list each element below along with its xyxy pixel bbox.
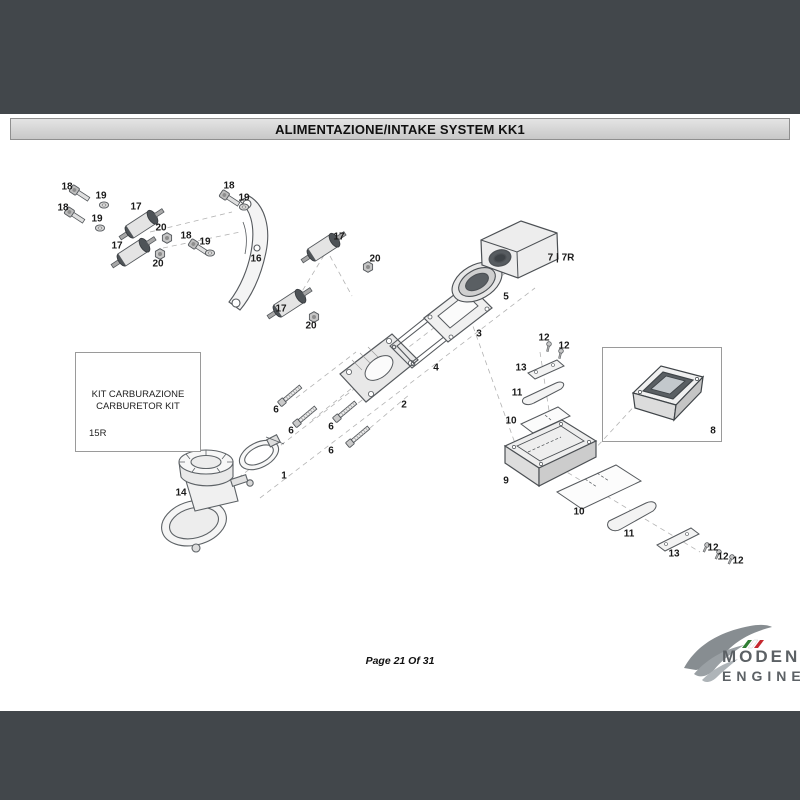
part-label-18: 18 — [180, 230, 192, 242]
part-8-reed-cage — [631, 365, 705, 422]
top-letterbox-bar — [0, 0, 800, 114]
page-title: ALIMENTAZIONE/INTAKE SYSTEM KK1 — [275, 121, 525, 137]
part-label-19: 19 — [91, 213, 103, 225]
part-label-11: 11 — [511, 387, 523, 399]
part-label-17: 17 — [275, 303, 287, 315]
part-13-stop-plate-top — [527, 359, 565, 380]
part-label-9: 9 — [503, 475, 509, 487]
part-16-support-bracket — [228, 195, 269, 311]
part-9-reed-valve-block — [503, 419, 598, 488]
title-bar: ALIMENTAZIONE/INTAKE SYSTEM KK1 — [10, 118, 790, 140]
part-label-6: 6 — [273, 404, 279, 416]
part-label-12: 12 — [707, 542, 719, 554]
kit-box-title-line2: CARBURETOR KIT — [96, 401, 180, 412]
part-1-clamp — [238, 433, 285, 471]
part-label-13: 13 — [668, 548, 680, 560]
part-label-18: 18 — [61, 181, 73, 193]
part-label-6: 6 — [288, 425, 294, 437]
part-label-10: 10 — [505, 415, 517, 427]
part-label-20: 20 — [369, 253, 381, 265]
part-5-rubber-adaptor — [451, 261, 503, 303]
bottom-letterbox-bar — [0, 711, 800, 800]
modena-logo-wing — [684, 624, 772, 683]
part-10-reed-petal-bottom — [555, 464, 643, 510]
part-label-17: 17 — [130, 201, 142, 213]
part-13-stop-plate-bottom — [656, 527, 700, 552]
part-label-17: 17 — [333, 231, 345, 243]
flag-red-stripe — [754, 640, 764, 648]
part-label-12: 12 — [558, 340, 570, 352]
logo-text-engines: ENGINES — [722, 668, 800, 684]
part-11-reed-stop-top — [521, 381, 565, 406]
part-2-intake-manifold — [339, 333, 419, 403]
part-label-17: 17 — [111, 240, 123, 252]
part-label-6: 6 — [328, 421, 334, 433]
kit-carburetor-box: KIT CARBURAZIONE CARBURETOR KIT 15R — [75, 352, 201, 452]
logo-text-modena: MODENA — [722, 647, 800, 666]
part-7-intake-silencer — [480, 220, 559, 279]
part-label-19: 19 — [95, 190, 107, 202]
part-14-carburetor — [161, 449, 254, 553]
part-label-10: 10 — [573, 506, 585, 518]
part-label-16: 16 — [250, 253, 262, 265]
part-label-12: 12 — [538, 332, 550, 344]
part-label-14: 14 — [175, 487, 187, 499]
part-label-5: 5 — [503, 291, 509, 303]
part-label-18: 18 — [223, 180, 235, 192]
part-label-13: 13 — [515, 362, 527, 374]
part-label-2: 2 — [401, 399, 407, 411]
part-label-6: 6 — [328, 445, 334, 457]
part-label-12: 12 — [732, 555, 744, 567]
part-10-reed-petal-top — [520, 406, 571, 434]
page-number: Page 21 Of 31 — [365, 655, 435, 667]
part-label-12: 12 — [717, 551, 729, 563]
part-label-77R: 7 | 7R — [547, 252, 575, 264]
part-label-18: 18 — [57, 202, 69, 214]
part-label-4: 4 — [433, 362, 439, 374]
part-label-3: 3 — [476, 328, 482, 340]
part-label-19: 19 — [238, 192, 250, 204]
part-label-20: 20 — [152, 258, 164, 270]
part-label-11: 11 — [623, 528, 635, 540]
flag-white-stripe — [747, 639, 759, 649]
part-label-20: 20 — [305, 320, 317, 332]
part-8-callout-box — [602, 347, 722, 442]
flag-green-stripe — [742, 640, 752, 648]
modena-engines-logo: MODENA ENGINES — [722, 648, 800, 683]
part-11-reed-stop-bottom — [607, 501, 657, 532]
kit-box-title-line1: KIT CARBURAZIONE — [91, 389, 185, 400]
part-label-20: 20 — [155, 222, 167, 234]
kit-box-code: 15R — [89, 428, 107, 439]
part-label-8: 8 — [710, 425, 716, 437]
part-label-19: 19 — [199, 236, 211, 248]
part-label-1: 1 — [281, 470, 287, 482]
